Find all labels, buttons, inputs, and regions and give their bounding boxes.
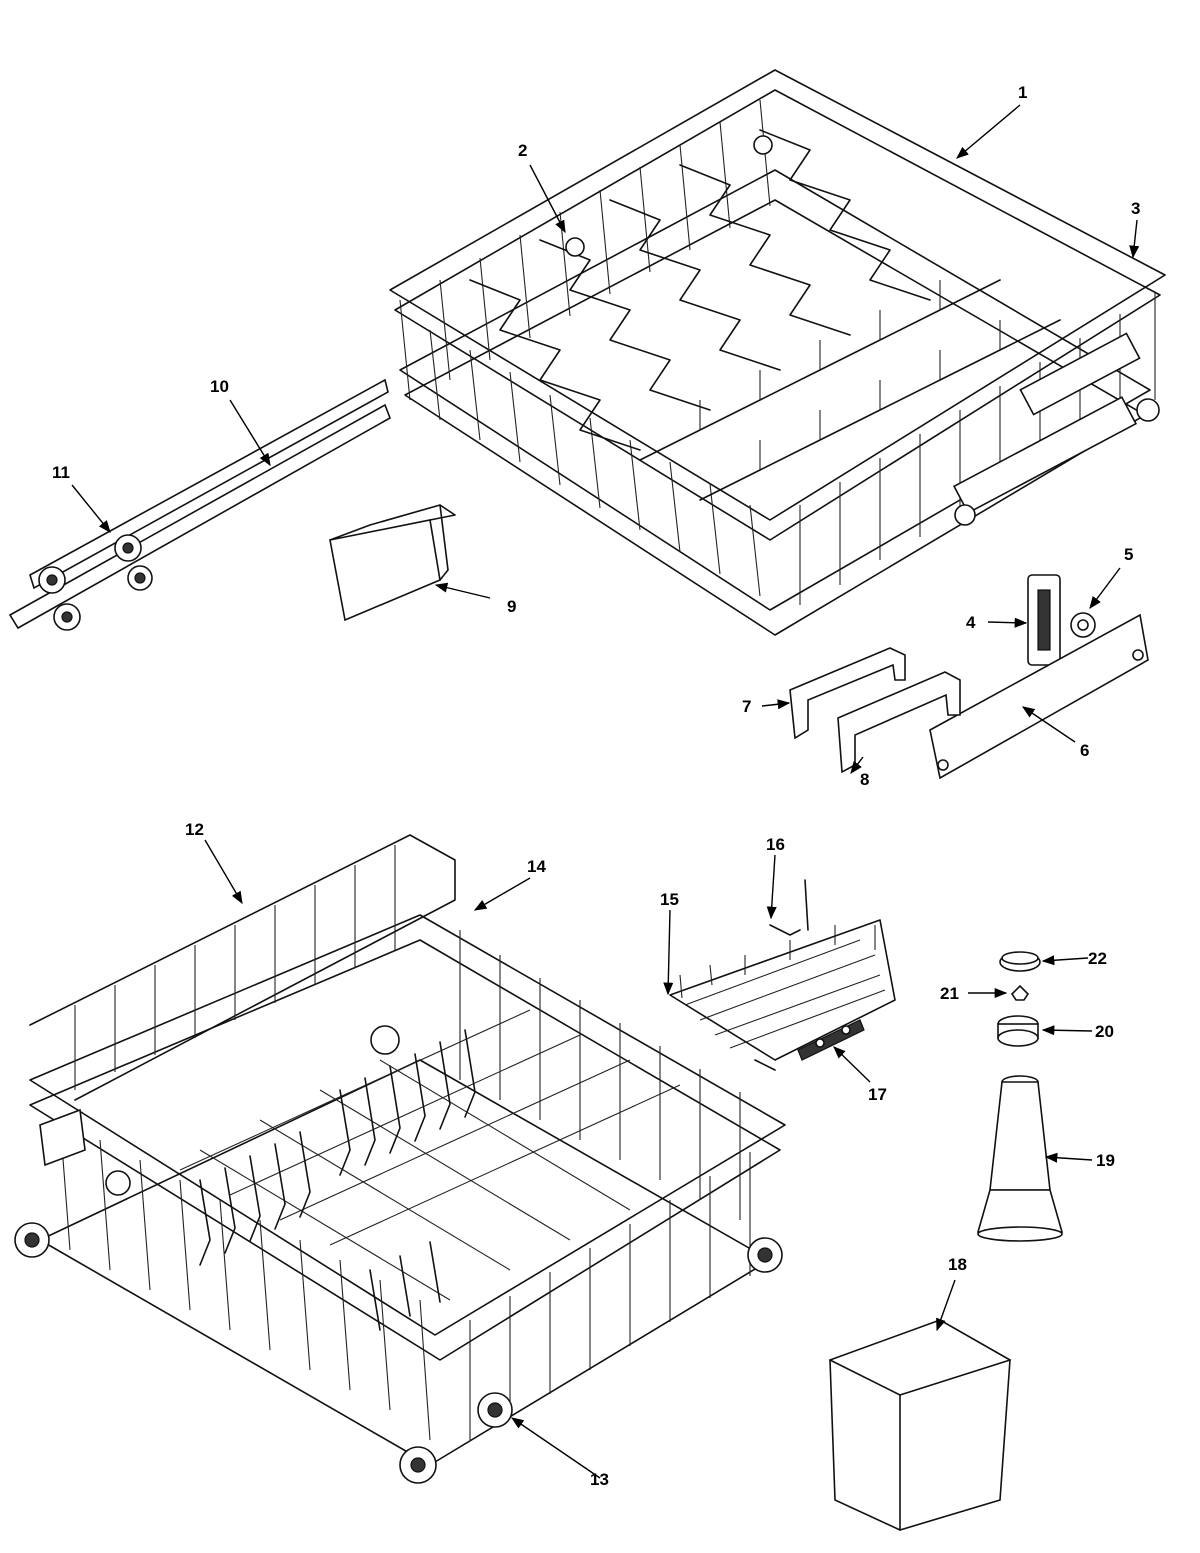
callout-18: 18 [948, 1255, 967, 1274]
track-wheels [38, 534, 153, 631]
callout-17: 17 [868, 1085, 887, 1104]
lower-rack [29, 834, 786, 1466]
callout-15: 15 [660, 890, 679, 909]
callout-12: 12 [185, 820, 204, 839]
lower-rack-wheels [14, 1222, 783, 1484]
spray-tower [976, 1075, 1064, 1242]
callout-20: 20 [1095, 1022, 1114, 1041]
callout-19: 19 [1096, 1151, 1115, 1170]
callout-6: 6 [1080, 741, 1089, 760]
tower-clip [1010, 984, 1030, 1001]
callout-5: 5 [1124, 545, 1133, 564]
callout-14: 14 [527, 857, 546, 876]
callout-16: 16 [766, 835, 785, 854]
silverware-basket [829, 1319, 1011, 1531]
callout-11: 11 [52, 463, 70, 482]
callout-10: 10 [210, 377, 229, 396]
upper-track [8, 378, 391, 630]
leader-lines [71, 104, 1140, 1479]
handle-left [789, 647, 906, 740]
callout-7: 7 [742, 697, 751, 716]
callout-3: 3 [1131, 199, 1140, 218]
handle-right [837, 671, 961, 774]
adjuster-wheel [1070, 612, 1096, 638]
tine-clip [797, 1019, 865, 1061]
callout-8: 8 [860, 770, 869, 789]
callout-1: 1 [1018, 83, 1027, 102]
adjuster-arm [929, 613, 1149, 780]
small-basket [329, 504, 456, 622]
callout-13: 13 [590, 1470, 609, 1489]
callout-21: 21 [940, 984, 959, 1003]
callout-9: 9 [507, 597, 516, 616]
callout-2: 2 [518, 141, 527, 160]
fold-down-tines [669, 919, 896, 1071]
lower-rack-wheel [477, 1392, 513, 1428]
adjuster-housing [1027, 574, 1061, 666]
tower-cap [999, 951, 1041, 972]
callout-4: 4 [966, 613, 976, 632]
upper-rack [389, 69, 1166, 636]
tower-nut [997, 1015, 1039, 1047]
callout-22: 22 [1088, 949, 1107, 968]
tine-pivot [769, 879, 809, 936]
callout-labels: 1 2 3 4 5 6 7 8 9 10 11 12 13 14 15 16 1… [52, 83, 1140, 1489]
